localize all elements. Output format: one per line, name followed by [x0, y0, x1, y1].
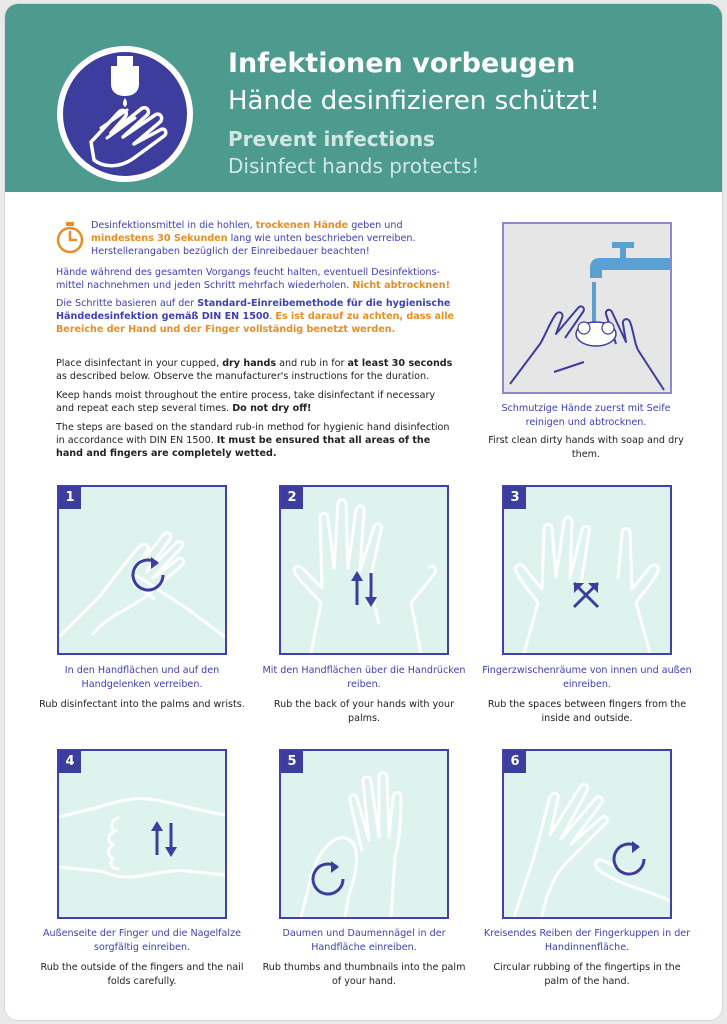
rotate-arrow-icon	[612, 841, 646, 876]
intro-en-paragraph-2: Keep hands moist throughout the entire p…	[56, 390, 436, 414]
step-4-caption-de: Außenseite der Finger und die Nagelfalze…	[42, 928, 242, 953]
title-de: Infektionen vorbeugen	[228, 48, 576, 79]
step-2-caption-en: Rub the back of your hands with your pal…	[273, 699, 455, 724]
intro-de-paragraph-2: Hände während des gesamten Vorgangs feuc…	[56, 267, 450, 291]
poster: Infektionen vorbeugen Hände desinfiziere…	[4, 3, 723, 1021]
subtitle-en: Disinfect hands protects!	[228, 154, 480, 178]
step-5-number: 5	[281, 751, 303, 773]
step-4-caption-en: Rub the outside of the fingers and the n…	[40, 962, 244, 987]
step-4-number: 4	[59, 751, 81, 773]
up-down-arrows-icon	[351, 571, 377, 607]
step-3-caption-en: Rub the spaces between fingers from the …	[487, 699, 687, 724]
step-6-caption-en: Circular rubbing of the finger­tips in t…	[493, 962, 681, 987]
title-en: Prevent infections	[228, 127, 435, 151]
step-1-caption-en: Rub disinfectant into the palms and wris…	[39, 699, 245, 710]
step-3-caption-de: Fingerzwischenräume von innen und außen …	[482, 665, 692, 690]
intro-de-paragraph-3: Die Schritte basieren auf der Standard-E…	[56, 298, 455, 335]
step-2-caption-de: Mit den Handflächen über die Handrücken …	[262, 665, 466, 690]
hand-disinfection-icon	[57, 46, 193, 182]
prewash-caption-en: First clean dirty hands with soap and dr…	[488, 435, 684, 460]
step-5-caption-en: Rub thumbs and thumbnails into the palm …	[262, 962, 466, 987]
step-4-panel: 4	[57, 749, 227, 919]
step-1-number: 1	[59, 487, 81, 509]
step-1-panel: 1	[57, 485, 227, 655]
step-3-panel: 3	[502, 485, 672, 655]
header-banner: Infektionen vorbeugen Hände desinfiziere…	[5, 4, 722, 192]
up-down-arrows-icon	[151, 821, 177, 857]
rotate-arrow-icon	[311, 861, 345, 896]
step-6-number: 6	[504, 751, 526, 773]
intro-de-paragraph-1: Desinfektionsmittel in die hohlen, trock…	[91, 220, 416, 257]
prewash-caption-de: Schmutzige Hände zuerst mit Seife reinig…	[501, 403, 671, 428]
subtitle-de: Hände desinfizieren schützt!	[228, 86, 600, 116]
step-6-caption-de: Kreisendes Reiben der Finger­kuppen in d…	[483, 928, 691, 953]
step-3-number: 3	[504, 487, 526, 509]
step-6-panel: 6	[502, 749, 672, 919]
step-5-panel: 5	[279, 749, 449, 919]
cross-arrows-icon	[572, 581, 600, 609]
step-2-number: 2	[281, 487, 303, 509]
water-tap-icon	[509, 242, 670, 391]
prewash-illustration	[502, 222, 672, 394]
step-2-panel: 2	[279, 485, 449, 655]
step-1-caption-de: In den Handflächen und auf den Handgelen…	[64, 665, 220, 690]
stopwatch-icon	[56, 222, 84, 254]
rotate-arrow-icon	[131, 557, 165, 592]
step-5-caption-de: Daumen und Daumennägel in der Handfläche…	[282, 928, 446, 953]
intro-en-paragraph-1: Place disinfectant in your cupped, dry h…	[56, 358, 453, 382]
intro-en-paragraph-3: The steps are based on the standard rub-…	[56, 422, 450, 459]
